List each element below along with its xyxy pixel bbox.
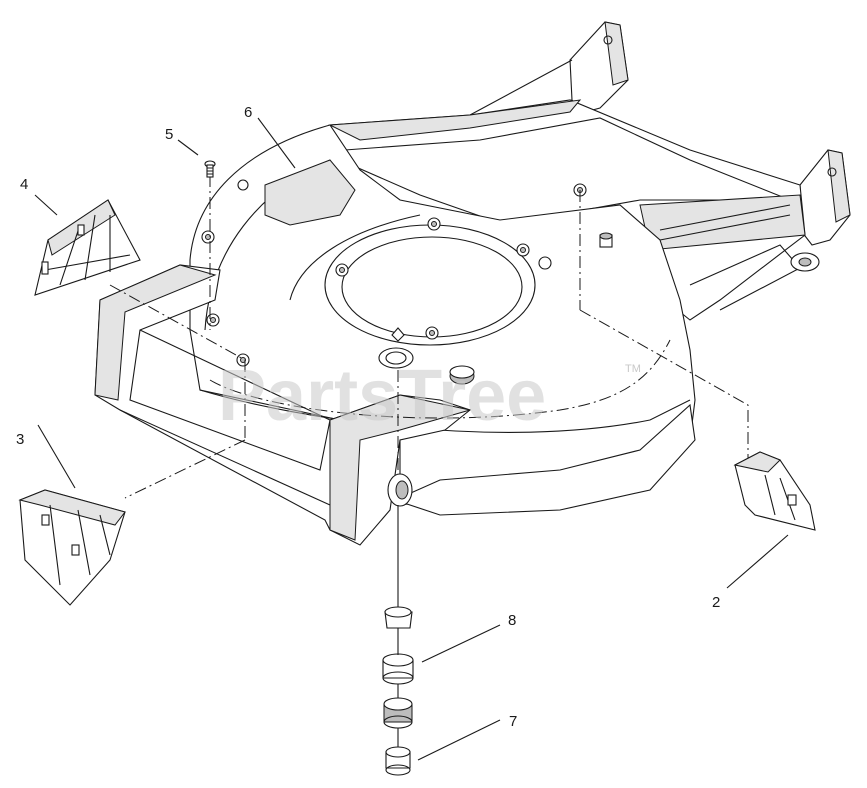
baffle-part-2	[733, 451, 816, 531]
callout-8: 8	[508, 612, 516, 629]
leader-lines	[34, 117, 789, 761]
blade-opening	[324, 217, 552, 346]
watermark-text: PartsTree	[218, 356, 546, 436]
bushing-part-8-lower	[382, 653, 414, 685]
callout-3: 3	[16, 431, 24, 448]
front-bumper	[94, 264, 472, 546]
screw-part-5	[204, 160, 216, 178]
callout-4: 4	[20, 176, 28, 193]
deck-spacer	[449, 365, 475, 385]
assembly-lines	[109, 175, 749, 610]
bushing-part-7-upper	[383, 697, 413, 729]
callout-2: 2	[712, 594, 720, 611]
deck-rear-section	[328, 99, 820, 321]
baffle-part-4	[34, 199, 141, 296]
bushing-part-7-lower	[385, 746, 411, 776]
callout-5: 5	[165, 126, 173, 143]
callout-7: 7	[509, 713, 517, 730]
wheel-washer	[378, 327, 414, 369]
rear-handle-bracket-right	[799, 149, 851, 246]
bushing-part-8-upper	[384, 606, 413, 629]
watermark-trademark: TM	[625, 363, 641, 375]
callout-6: 6	[244, 104, 252, 121]
rear-handle-bracket-left	[469, 21, 629, 126]
baffle-part-3	[18, 489, 126, 606]
